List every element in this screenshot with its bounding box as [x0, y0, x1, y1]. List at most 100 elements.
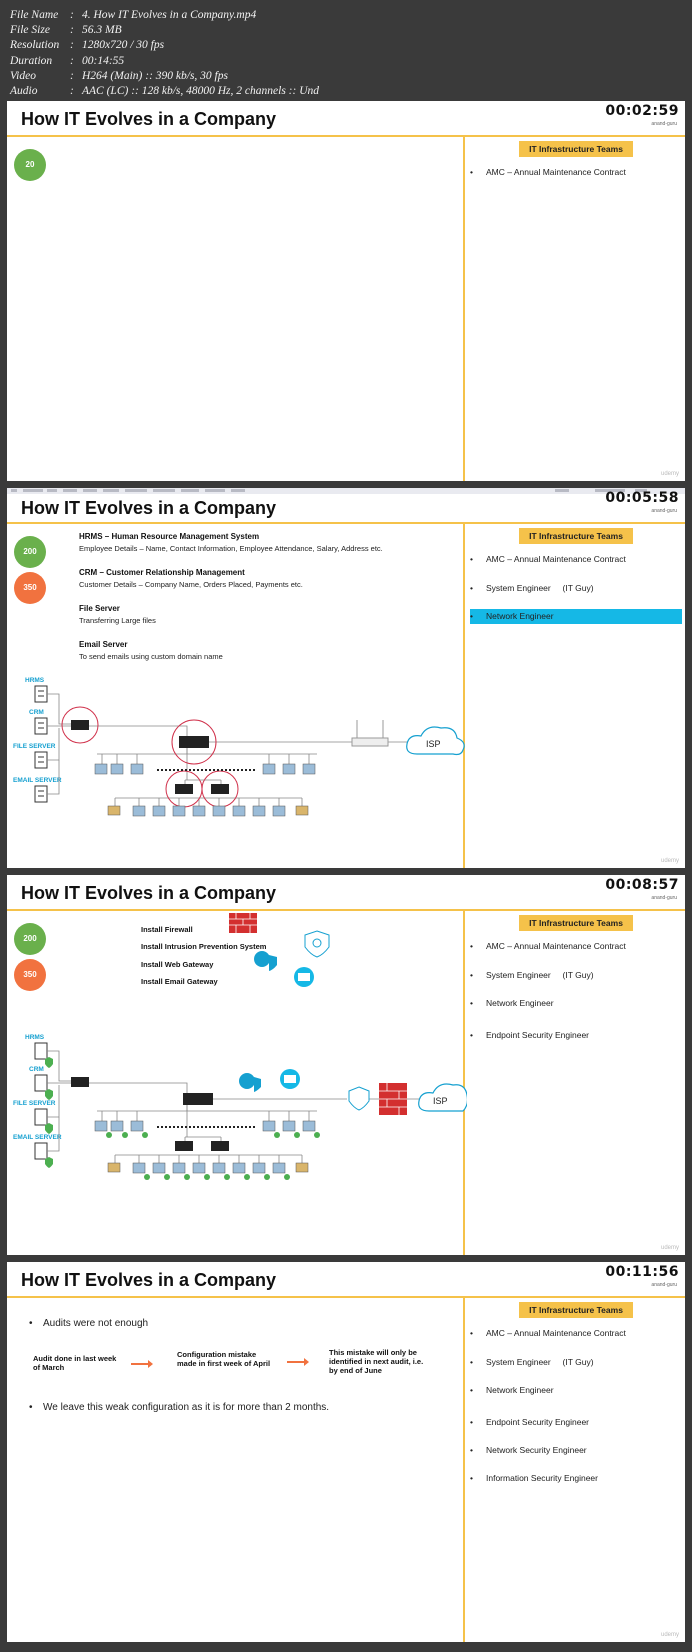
team-item: •Endpoint Security Engineer: [470, 1030, 590, 1040]
security-step: Install Web Gateway: [141, 960, 214, 969]
os-menubar: [7, 488, 685, 494]
timestamp: 00:05:58: [605, 490, 679, 506]
meta-row-file-size: File Size:56.3 MB: [10, 24, 122, 37]
slide-title: How IT Evolves in a Company: [21, 498, 277, 518]
server-label: CRM: [29, 709, 44, 716]
email-gateway-icon: [280, 1069, 300, 1089]
security-diagram: HRMS CRM FILE SERVER EMAIL SERVER: [13, 913, 467, 1180]
timestamp: 00:08:57: [605, 877, 679, 893]
team-item: •Network Security Engineer: [470, 1445, 587, 1455]
core-switch-icon: [183, 1093, 213, 1105]
team-item: •System Engineer (IT Guy): [470, 583, 594, 593]
employee-count-badge: 20: [14, 149, 46, 181]
network-diagram: HRMS CRM FILE SERVER EMAIL SERVER: [13, 677, 465, 817]
video-frame-2: How IT Evolves in a Company 00:05:58 ana…: [7, 488, 685, 868]
brand-subtitle: anand-guru: [651, 508, 677, 514]
isp-cloud-icon: [418, 1083, 467, 1112]
firewall-icon: [229, 913, 257, 933]
server-hrms-icon: [34, 1042, 48, 1060]
slide-title: How IT Evolves in a Company: [21, 883, 277, 903]
meta-row-duration: Duration:00:14:55: [10, 54, 125, 67]
server-email-icon: [34, 1142, 48, 1160]
udemy-watermark: udemy: [660, 1245, 679, 1251]
server-crm-icon: [34, 717, 48, 735]
header-divider: [7, 909, 685, 911]
team-header: IT Infrastructure Teams: [519, 1302, 633, 1318]
server-label: FILE SERVER: [13, 1100, 56, 1107]
header-divider: [7, 135, 685, 137]
team-item: •System Engineer (IT Guy): [470, 1357, 594, 1367]
employee-count-badge: 200: [14, 536, 46, 568]
server-label: EMAIL SERVER: [13, 777, 62, 784]
timestamp: 00:02:59: [605, 103, 679, 119]
video-frame-3: How IT Evolves in a Company 00:08:57 ana…: [7, 875, 685, 1255]
team-item: •Information Security Engineer: [470, 1473, 598, 1483]
video-frame-4: How IT Evolves in a Company 00:11:56 ana…: [7, 1262, 685, 1642]
system-desc: Customer Details – Company Name, Orders …: [79, 580, 303, 589]
printer-icon: [107, 805, 121, 816]
video-frame-1: How IT Evolves in a Company 00:02:59 ana…: [7, 101, 685, 481]
server-email-icon: [34, 785, 48, 803]
team-item: •Endpoint Security Engineer: [470, 1417, 590, 1427]
team-item: •Network Engineer: [470, 998, 554, 1008]
server-label: CRM: [29, 1066, 44, 1073]
printer-icon: [107, 1162, 121, 1173]
team-item: •System Engineer (IT Guy): [470, 970, 594, 980]
system-desc: Employee Details – Name, Contact Informa…: [79, 544, 383, 553]
team-header: IT Infrastructure Teams: [519, 915, 633, 931]
switch-icon: [175, 1141, 193, 1151]
team-item: •AMC – Annual Maintenance Contract: [470, 554, 626, 564]
server-file-icon: [34, 1108, 48, 1126]
employee-count-badge: 350: [14, 572, 46, 604]
udemy-watermark: udemy: [660, 858, 679, 864]
security-step: Install Firewall: [141, 925, 193, 934]
security-step: Install Intrusion Prevention System: [141, 942, 267, 951]
team-item-highlighted: •Network Engineer: [470, 609, 682, 624]
udemy-watermark: udemy: [660, 471, 679, 477]
system-desc: To send emails using custom domain name: [79, 652, 223, 661]
switch-icon: [71, 720, 89, 730]
audit-step: Configuration mistake made in first week…: [177, 1350, 271, 1368]
printer-icon: [295, 805, 309, 816]
bullet-point: •We leave this weak configuration as it …: [29, 1402, 330, 1413]
endpoint-shield-icons: [45, 1057, 53, 1168]
server-file-icon: [34, 751, 48, 769]
file-metadata: File Name:4. How IT Evolves in a Company…: [10, 8, 319, 99]
team-item: •Network Engineer: [470, 1385, 554, 1395]
email-gateway-icon: [294, 967, 314, 987]
panel-divider: [463, 1298, 465, 1642]
employee-count-badge: 350: [14, 959, 46, 991]
meta-row-file-name: File Name:4. How IT Evolves in a Company…: [10, 9, 257, 21]
team-item: •AMC – Annual Maintenance Contract: [470, 1328, 626, 1338]
security-step: Install Email Gateway: [141, 977, 218, 986]
team-header: IT Infrastructure Teams: [519, 528, 633, 544]
brand-subtitle: anand-guru: [651, 1282, 677, 1288]
system-title: CRM – Customer Relationship Management: [79, 568, 245, 577]
server-crm-icon: [34, 1074, 48, 1092]
meta-row-audio: Audio:AAC (LC) :: 128 kb/s, 48000 Hz, 2 …: [10, 85, 320, 98]
web-gateway-icon: [239, 1073, 261, 1092]
system-title: File Server: [79, 604, 120, 613]
web-gateway-icon: [254, 951, 277, 971]
system-desc: Transferring Large files: [79, 616, 156, 625]
arrow-right-icon: [287, 1358, 309, 1366]
server-label: EMAIL SERVER: [13, 1134, 62, 1141]
header-divider: [7, 522, 685, 524]
server-label: FILE SERVER: [13, 743, 56, 750]
team-header: IT Infrastructure Teams: [519, 141, 633, 157]
bullet-point: •Audits were not enough: [29, 1318, 149, 1329]
audit-step: Audit done in last week of March: [33, 1354, 117, 1372]
team-item: •AMC – Annual Maintenance Contract: [470, 941, 626, 951]
printer-icon: [295, 1162, 309, 1173]
ips-icon: [304, 930, 330, 958]
server-hrms-icon: [34, 685, 48, 703]
audit-step: This mistake will only be identified in …: [329, 1348, 424, 1375]
ips-icon: [348, 1086, 370, 1111]
brand-subtitle: anand-guru: [651, 121, 677, 127]
switch-icon: [175, 784, 193, 794]
employee-count-badge: 200: [14, 923, 46, 955]
slide-title: How IT Evolves in a Company: [21, 1270, 277, 1290]
highlight-circle: [61, 706, 99, 744]
udemy-watermark: udemy: [660, 1632, 679, 1638]
highlight-circle: [171, 719, 217, 765]
